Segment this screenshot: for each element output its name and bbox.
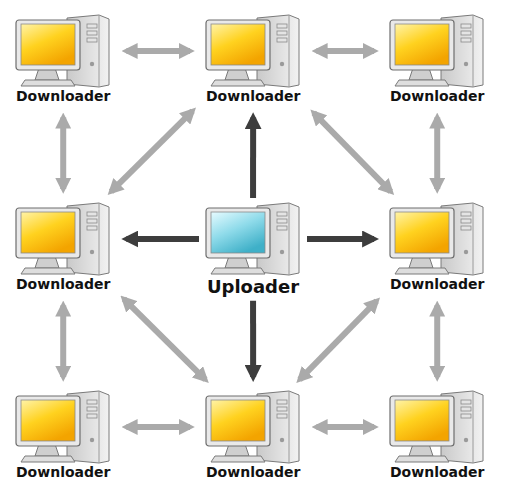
node-label: Downloader — [13, 276, 113, 292]
computer-icon — [203, 202, 303, 276]
computer-node: Downloader — [387, 14, 487, 104]
node-label: Downloader — [13, 464, 113, 480]
peer-arrow — [316, 48, 374, 54]
node-label: Downloader — [203, 88, 303, 104]
computer-icon — [387, 14, 487, 88]
upload-arrow — [250, 117, 256, 198]
peer-arrow — [316, 424, 374, 430]
peer-arrow — [300, 301, 377, 380]
node-label: Downloader — [203, 464, 303, 480]
computer-icon — [203, 14, 303, 88]
computer-icon — [13, 202, 113, 276]
computer-node: Downloader — [13, 202, 113, 292]
peer-arrow — [434, 305, 440, 377]
node-label: Downloader — [387, 88, 487, 104]
computer-node: Uploader — [203, 202, 303, 297]
peer-arrow — [124, 299, 206, 380]
node-label: Downloader — [387, 276, 487, 292]
computer-node: Downloader — [387, 390, 487, 480]
computer-icon — [387, 390, 487, 464]
peer-arrow — [60, 117, 66, 189]
node-label: Uploader — [204, 276, 302, 297]
peer-arrow — [434, 117, 440, 189]
computer-icon — [13, 390, 113, 464]
computer-node: Downloader — [13, 14, 113, 104]
computer-node: Downloader — [203, 390, 303, 480]
computer-node: Downloader — [203, 14, 303, 104]
computer-icon — [387, 202, 487, 276]
computer-icon — [203, 390, 303, 464]
peer-arrow — [111, 111, 193, 192]
computer-node: Downloader — [387, 202, 487, 292]
peer-arrow — [314, 113, 391, 192]
upload-arrow — [126, 236, 199, 242]
computer-icon — [13, 14, 113, 88]
peer-arrow — [60, 305, 66, 377]
upload-arrow — [250, 301, 256, 377]
computer-node: Downloader — [13, 390, 113, 480]
upload-arrow — [307, 236, 374, 242]
node-label: Downloader — [13, 88, 113, 104]
node-label: Downloader — [387, 464, 487, 480]
peer-arrow — [126, 48, 190, 54]
peer-arrow — [126, 424, 190, 430]
